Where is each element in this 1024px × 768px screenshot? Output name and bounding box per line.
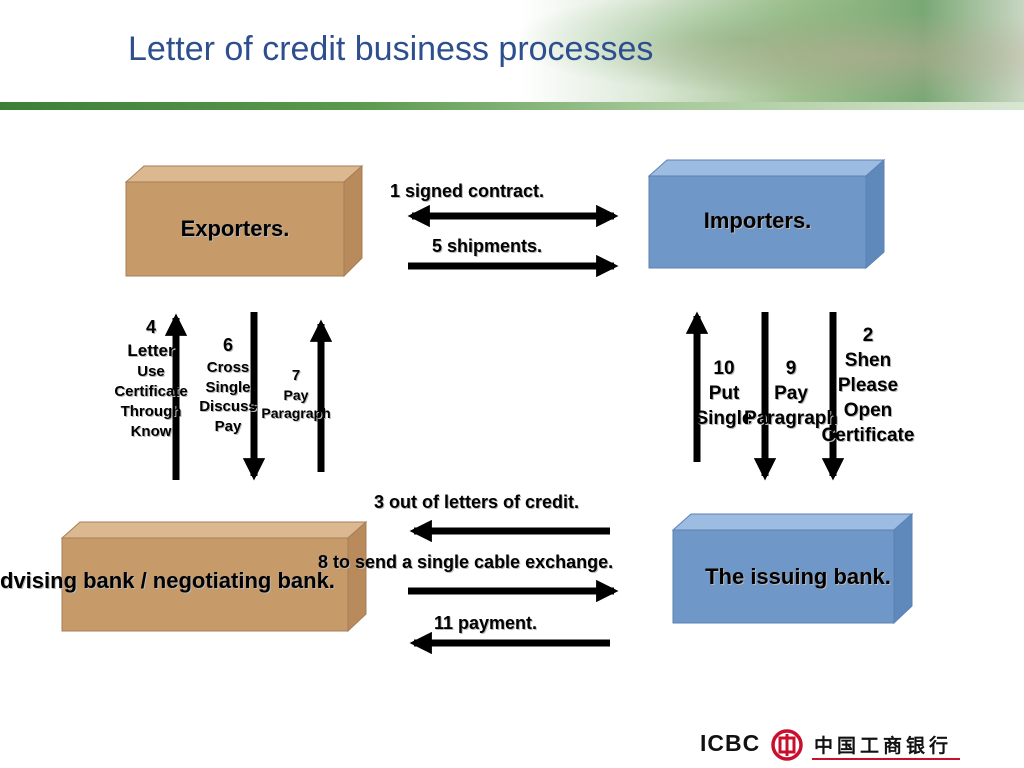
step-6-line: Pay (214, 418, 242, 436)
step-7-line: Pay (283, 386, 309, 403)
step-4-line: Use (137, 363, 165, 381)
step-2-line: Open (843, 400, 893, 422)
importers-label: Importers. (703, 208, 812, 233)
logo-chinese-name: 中国工商银行 (814, 735, 953, 757)
step-9-number: 9 (785, 358, 797, 379)
flow-label-payment: 11 payment. (434, 613, 538, 633)
step-6-line: Single (205, 378, 251, 396)
flow-label-cable-exchange: 8 to send a single cable exchange. (318, 552, 614, 572)
flow-label-signed-contract: 1 signed contract. (390, 181, 545, 201)
importers-box (647, 158, 886, 270)
step-7-number: 7 (291, 367, 301, 384)
step-9-line: Paragraph (744, 408, 838, 430)
step-label-4: 4 Letter Use Certificate Through Know (101, 316, 201, 441)
step-4-line: Certificate (114, 382, 188, 400)
step-2-line: Certificate (821, 425, 915, 447)
step-10-number: 10 (713, 358, 735, 379)
logo-underline (812, 758, 960, 760)
step-4-line: Letter (127, 340, 175, 360)
step-label-9: 9 Pay Paragraph (740, 356, 842, 431)
step-10-line: Put (708, 383, 740, 405)
exporters-box (124, 164, 364, 278)
step-label-10: 10 Put Single (686, 356, 762, 431)
step-4-number: 4 (145, 317, 156, 337)
step-6-line: Discuss (199, 398, 257, 416)
slide-title: Letter of credit business processes (128, 30, 654, 68)
logo-brand-text: ICBC (700, 730, 761, 756)
exporters-label: Exporters. (180, 216, 290, 241)
step-label-6: 6 Cross Single Discuss Pay (193, 334, 263, 437)
step-10-line: Single (695, 408, 753, 430)
step-4-line: Through (120, 402, 182, 420)
header-rule (0, 102, 1024, 110)
header-photo (520, 0, 1024, 102)
flow-label-letters-of-credit: 3 out of letters of credit. (374, 492, 580, 512)
step-4-line: Know (130, 422, 172, 440)
step-6-number: 6 (222, 335, 233, 355)
step-2-number: 2 (862, 325, 874, 346)
step-6-line: Cross (206, 358, 250, 376)
step-label-7: 7 Pay Paragraph (255, 366, 337, 423)
advising-bank-label: dvising bank / negotiating bank. (0, 568, 335, 593)
issuing-bank-box (671, 512, 914, 625)
flow-label-shipments: 5 shipments. (432, 236, 543, 256)
advising-bank-box (60, 520, 368, 633)
issuing-bank-label: The issuing bank. (705, 564, 891, 589)
step-2-line: Shen (844, 350, 892, 372)
icbc-emblem-icon (771, 729, 803, 761)
step-7-line: Paragraph (261, 405, 331, 422)
step-2-line: Please (837, 375, 899, 397)
step-9-line: Pay (774, 383, 808, 405)
step-label-2: 2 Shen Please Open Certificate (806, 323, 930, 448)
